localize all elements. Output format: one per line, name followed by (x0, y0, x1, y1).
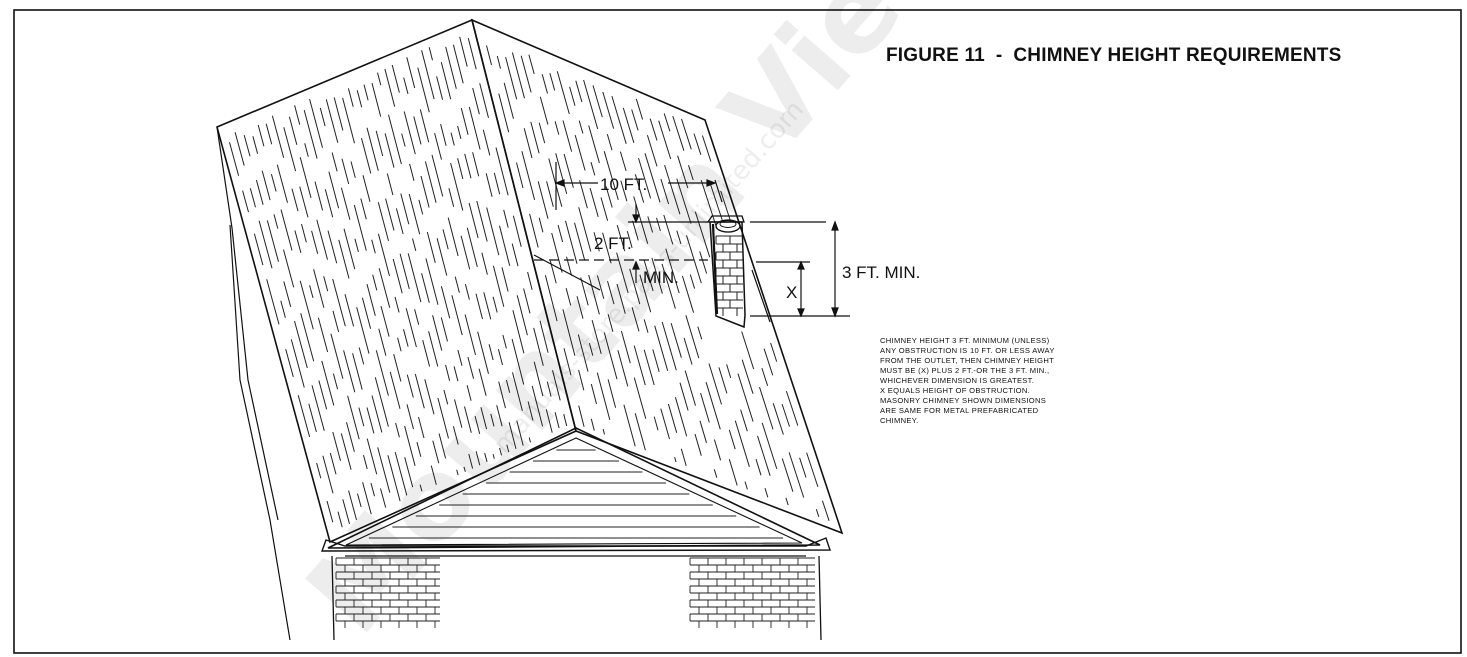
note-line-9: CHIMNEY. (880, 416, 919, 425)
note-line-5: WHICHEVER DIMENSION IS GREATEST. (880, 376, 1034, 385)
house-illustration (216, 18, 844, 641)
chimney-note: CHIMNEY HEIGHT 3 FT. MINIMUM (UNLESS) AN… (880, 336, 1055, 425)
right-roof-plane (470, 18, 844, 535)
right-brick-wall (689, 557, 815, 628)
note-line-2: ANY OBSTRUCTION IS 10 FT. OR LESS AWAY (880, 346, 1055, 355)
note-line-6: X EQUALS HEIGHT OF OBSTRUCTION. (880, 386, 1030, 395)
figure-border (13, 9, 1462, 654)
dim-2ft-min-label: MIN. (643, 268, 679, 287)
right-roof-shingles (486, 45, 830, 521)
gable-siding (368, 449, 784, 539)
note-line-4: MUST BE (X) PLUS 2 FT.-OR THE 3 FT. MIN.… (880, 366, 1049, 375)
dim-3ft-min-label: 3 FT. MIN. (842, 263, 920, 282)
dimension-lines (533, 162, 850, 323)
dim-x-label: X (786, 283, 797, 302)
note-line-1: CHIMNEY HEIGHT 3 FT. MINIMUM (UNLESS) (880, 336, 1050, 345)
left-brick-wall (335, 557, 440, 628)
dim-2ft-label: 2 FT. (594, 234, 632, 253)
note-line-7: MASONRY CHIMNEY SHOWN DIMENSIONS (880, 396, 1046, 405)
masonry-chimney (706, 215, 746, 329)
eave-board (320, 537, 831, 552)
dim-10ft-label: 10 FT. (600, 175, 647, 194)
note-line-8: ARE SAME FOR METAL PREFABRICATED (880, 406, 1039, 415)
left-roof-shingles (229, 36, 568, 528)
figure-title: FIGURE 11 - CHIMNEY HEIGHT REQUIREMENTS (886, 45, 1341, 66)
note-line-3: FROM THE OUTLET, THEN CHIMNEY HEIGHT (880, 356, 1054, 365)
